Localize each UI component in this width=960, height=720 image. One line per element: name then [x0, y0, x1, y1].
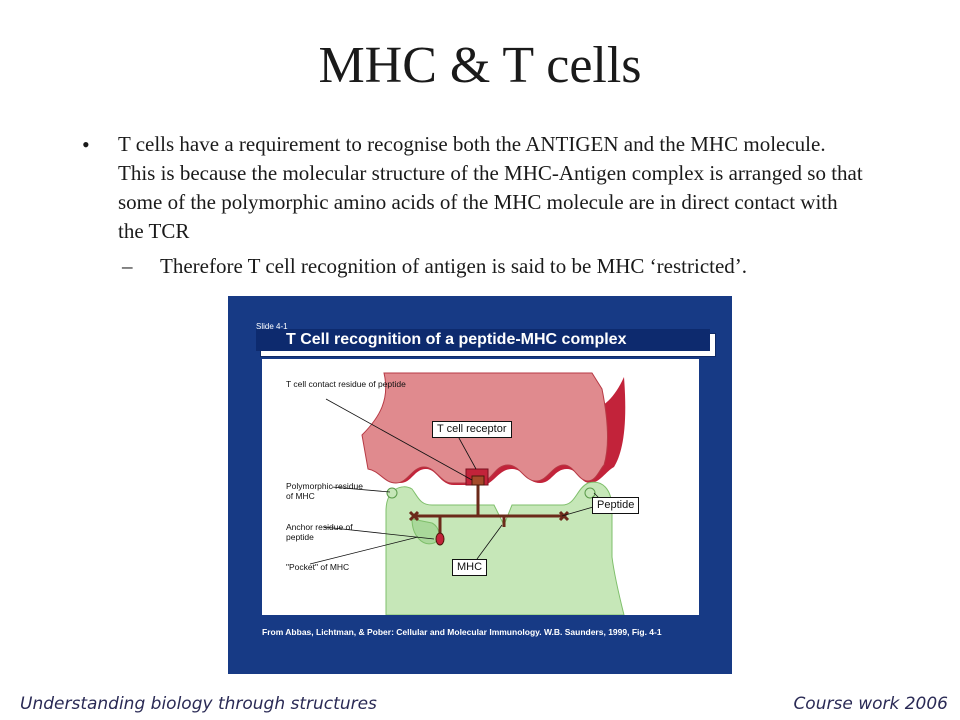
peptide-end-left	[408, 510, 420, 522]
figure-slide-label: Slide 4-1	[256, 322, 288, 331]
bullet-list: • T cells have a requirement to recognis…	[82, 130, 882, 281]
polymorphic-residue-right	[584, 487, 596, 499]
mhc-body	[385, 481, 625, 615]
box-tcr: T cell receptor	[432, 421, 512, 438]
label-tcell-contact: T cell contact residue of peptide	[286, 379, 406, 389]
peptide-end-right	[558, 510, 570, 522]
bullet-text: T cells have a requirement to recognise …	[118, 132, 863, 243]
figure-diagram-panel: T cell contact residue of peptide Polymo…	[262, 359, 699, 615]
label-anchor: Anchor residue of peptide	[286, 522, 353, 542]
sub-bullet-marker: –	[122, 254, 133, 278]
footer-left: Understanding biology through structures	[20, 694, 377, 714]
peptide-anchor-residue	[435, 532, 445, 546]
bullet-marker: •	[82, 132, 90, 157]
sub-bullet-text: Therefore T cell recognition of antigen …	[160, 254, 748, 278]
footer-right: Course work 2006	[793, 694, 948, 714]
tcr-mhc-figure: Slide 4-1 T Cell recognition of a peptid…	[228, 296, 732, 674]
figure-credit: From Abbas, Lichtman, & Pober: Cellular …	[262, 627, 662, 637]
box-mhc: MHC	[452, 559, 488, 576]
slide-title: MHC & T cells	[318, 37, 642, 94]
polymorphic-residue-left	[386, 487, 398, 499]
figure-banner: T Cell recognition of a peptide-MHC comp…	[256, 329, 710, 351]
bullet-item: • T cells have a requirement to recognis…	[82, 130, 882, 246]
peptide-contact-residue	[471, 475, 485, 486]
box-peptide: Peptide	[592, 497, 640, 514]
sub-bullet-item: – Therefore T cell recognition of antige…	[122, 252, 882, 281]
label-polymorphic: Polymorphic residue of MHC	[286, 481, 364, 501]
label-pocket: "Pocket" of MHC	[286, 562, 350, 572]
